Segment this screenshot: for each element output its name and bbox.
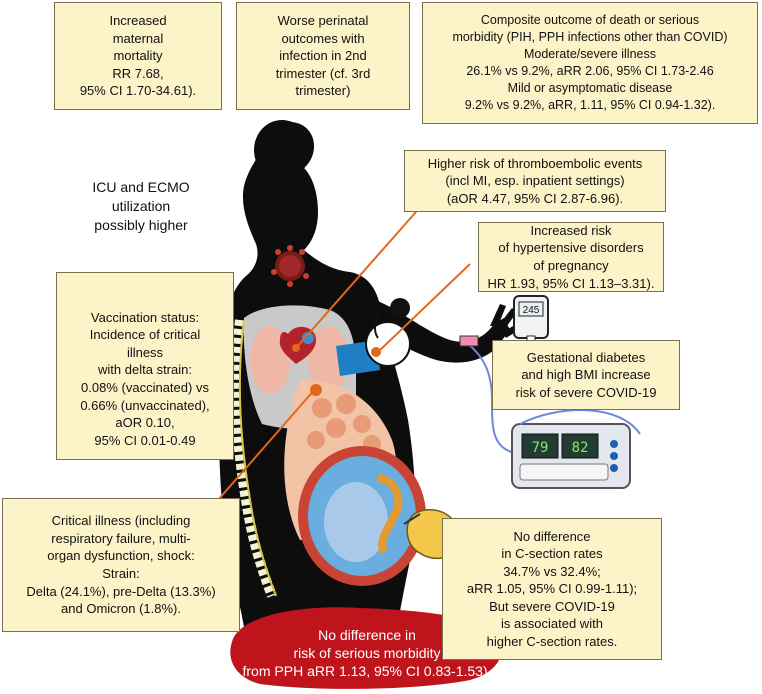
csection-line-2: in C-section rates <box>501 546 603 562</box>
infusion-pump-icon <box>511 409 641 489</box>
spine <box>230 319 277 598</box>
perinatal-line-3: infection in 2nd <box>279 48 367 64</box>
diabetes-line-1: Gestational diabetes <box>526 349 646 365</box>
critical-line-6: and Omicron (1.8%). <box>61 601 181 617</box>
pph-note: No difference in risk of serious morbidi… <box>232 626 502 681</box>
thrombo-line-1: Higher risk of thromboembolic events <box>427 155 643 171</box>
pump-display-right: 82 <box>572 440 589 456</box>
composite-line-6: 9.2% vs 9.2%, aRR, 1.11, 95% CI 0.94-1.3… <box>464 97 716 112</box>
vaccination-line-6: 0.66% (unvaccinated), <box>80 397 210 413</box>
diabetes-line-3: risk of severe COVID-19 <box>515 384 657 400</box>
thrombo-line-2: (incl MI, esp. inpatient settings) <box>445 173 625 189</box>
composite-line-4: 26.1% vs 9.2%, aRR 2.06, 95% CI 1.73-2.4… <box>466 64 714 78</box>
pph-blood-pool <box>230 607 503 689</box>
critical-line-3: organ dysfunction, shock: <box>47 548 195 564</box>
heart-vessel <box>302 332 314 344</box>
csection-box: No difference in C-section rates 34.7% v… <box>442 518 662 660</box>
perinatal-line-1: Worse perinatal <box>277 13 369 29</box>
thromboembolic-box: Higher risk of thromboembolic events (in… <box>404 150 666 212</box>
icu-line-1: ICU and ECMO <box>92 179 190 195</box>
csection-line-7: higher C-section rates. <box>486 633 618 649</box>
pph-line-3: from PPH aRR 1.13, 95% CI 0.83-1.53). <box>242 663 492 680</box>
callout-dot-bp <box>371 347 381 357</box>
virus-icon <box>271 245 309 287</box>
csection-line-3: 34.7% vs 32.4%; <box>503 563 601 579</box>
mortality-box: Increased maternal mortality RR 7.68, 95… <box>54 2 222 110</box>
vaccination-line-5: 0.08% (vaccinated) vs <box>81 380 209 395</box>
pph-line-1: No difference in <box>318 627 416 643</box>
icu-line-2: utilization <box>111 197 171 214</box>
critical-illness-box: Critical illness (including respiratory … <box>2 498 240 632</box>
vaccination-box: Vaccination status: Incidence of critica… <box>56 272 234 460</box>
hair-bun <box>254 120 310 180</box>
glucometer-icon <box>513 295 549 358</box>
hypertensive-line-3: of pregnancy <box>533 258 609 273</box>
callout-dot-heart <box>292 344 300 352</box>
callout-lines <box>217 195 471 501</box>
hypertensive-line-2: of hypertensive disorders <box>498 240 644 256</box>
pph-line-2: risk of serious morbidity <box>293 645 441 662</box>
mortality-line-5: 95% CI 1.70-34.61). <box>79 83 197 99</box>
icu-ecmo-note: ICU and ECMO utilization possibly higher <box>76 178 206 235</box>
mortality-line-4: RR 7.68, <box>112 65 164 81</box>
vaccination-line-8: 95% CI 0.01-0.49 <box>94 432 196 448</box>
diabetes-line-2: and high BMI increase <box>521 367 651 383</box>
vaccination-line-7: aOR 0.10, <box>115 415 175 431</box>
csection-line-1: No difference <box>513 528 591 544</box>
vaccination-line-3: illness <box>126 344 164 360</box>
lung-right <box>308 326 348 394</box>
critical-line-1: Critical illness (including <box>51 513 191 529</box>
vaccination-line-2: Incidence of critical <box>89 327 201 343</box>
fetus <box>324 482 388 562</box>
mortality-line-2: maternal <box>112 30 164 46</box>
critical-line-2: respiratory failure, multi- <box>51 530 191 546</box>
mortality-line-3: mortality <box>113 48 163 64</box>
placenta <box>377 474 403 554</box>
hypertensive-line-1: Increased risk <box>530 222 612 238</box>
perinatal-line-2: outcomes with <box>281 30 365 46</box>
composite-line-2: morbidity (PIH, PPH infections other tha… <box>452 30 728 45</box>
diabetes-bmi-box: Gestational diabetes and high BMI increa… <box>492 340 680 410</box>
thrombo-line-3: (aOR 4.47, 95% CI 2.87-6.96). <box>446 190 624 206</box>
composite-outcome-box: Composite outcome of death or serious mo… <box>422 2 758 124</box>
csection-line-6: is associated with <box>501 616 603 632</box>
icu-line-3: possibly higher <box>94 216 188 233</box>
csection-line-5: But severe COVID-19 <box>489 598 615 614</box>
hypertensive-box: Increased risk of hypertensive disorders… <box>478 222 664 292</box>
pump-display-left: 79 <box>532 440 549 456</box>
vaccination-line-1: Vaccination status: <box>90 309 200 325</box>
iv-bag <box>459 335 479 347</box>
callout-dot-abdomen <box>310 384 322 396</box>
vaccination-line-4: with delta strain: <box>98 362 192 378</box>
perinatal-line-5: trimester) <box>295 83 351 99</box>
hypertensive-line-4: HR 1.93, 95% CI 1.13–3.31). <box>487 275 655 291</box>
csection-line-4: aRR 1.05, 95% CI 0.99-1.11); <box>466 581 638 597</box>
mortality-line-1: Increased <box>109 13 167 29</box>
composite-line-1: Composite outcome of death or serious <box>480 13 700 28</box>
composite-line-3: Moderate/severe illness <box>523 47 656 62</box>
critical-line-5: Delta (24.1%), pre-Delta (13.3%) <box>26 583 216 599</box>
critical-line-4: Strain: <box>102 566 140 581</box>
composite-line-5: Mild or asymptomatic disease <box>507 80 673 95</box>
glucometer-reading: 245 <box>523 305 540 316</box>
perinatal-line-4: trimester (cf. 3rd <box>275 65 371 81</box>
intestines <box>307 394 381 453</box>
perinatal-box: Worse perinatal outcomes with infection … <box>236 2 410 110</box>
